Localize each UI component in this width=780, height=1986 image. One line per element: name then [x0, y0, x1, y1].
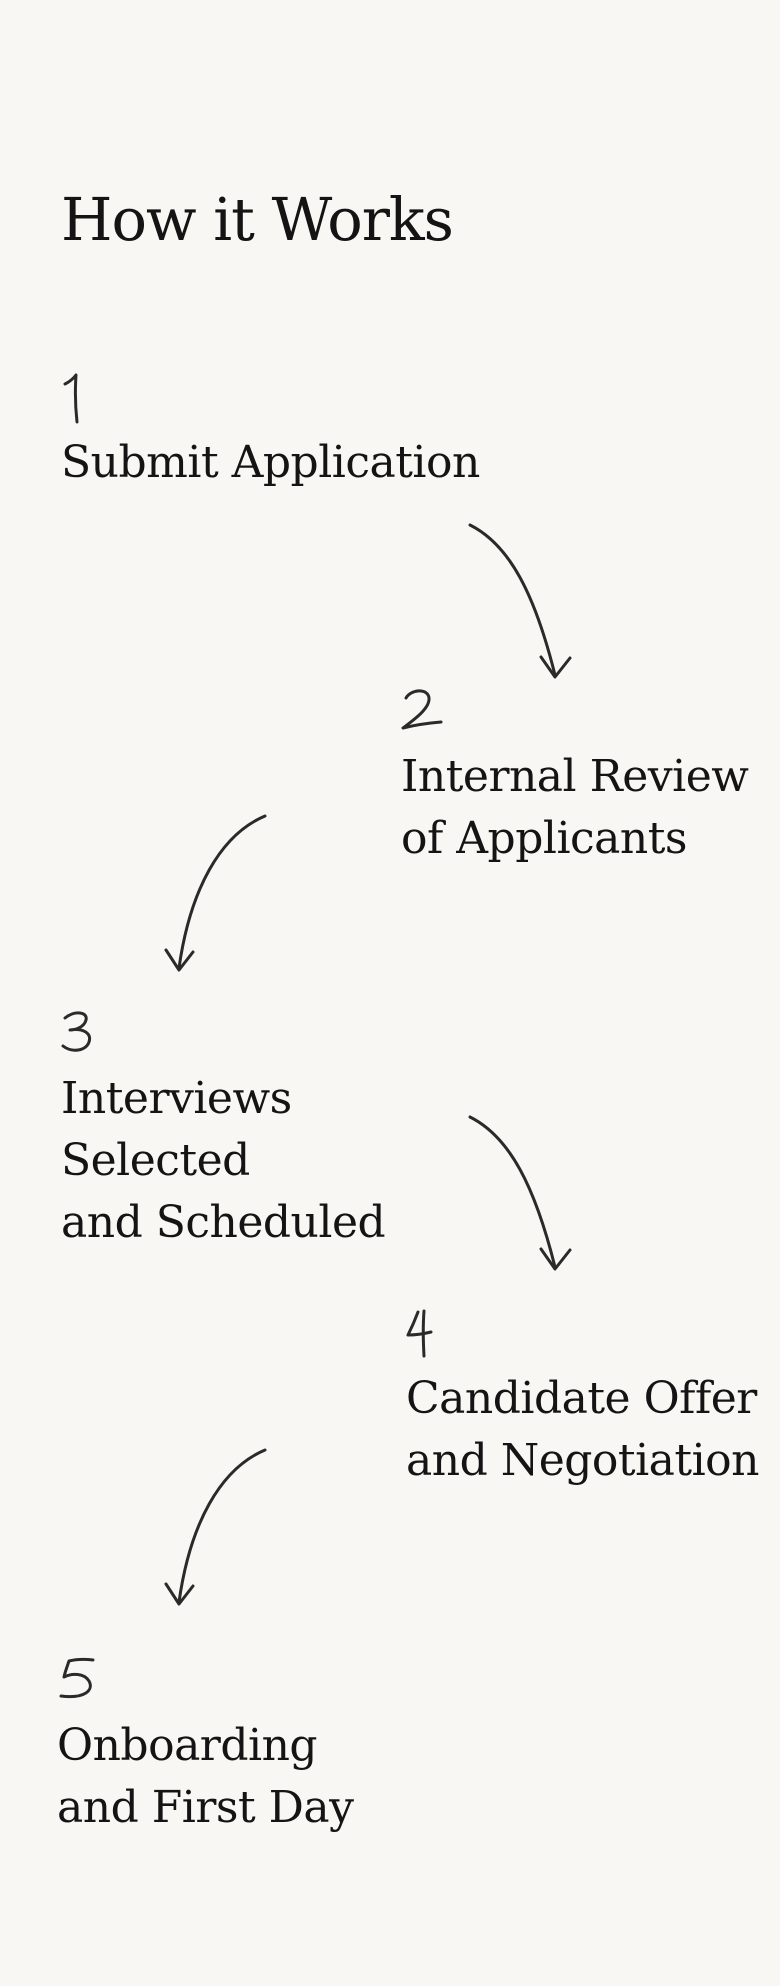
page-title: How it Works	[61, 185, 454, 254]
step-4: Candidate Offer and Negotiation	[406, 1308, 760, 1492]
step-number-5	[57, 1655, 127, 1715]
step-2: Internal Review of Applicants	[401, 686, 749, 870]
step-number-4	[406, 1308, 476, 1368]
step-label-line: of Applicants	[401, 813, 688, 864]
step-5: Onboarding and First Day	[57, 1655, 354, 1839]
curved-arrow-down-right-icon	[468, 1115, 572, 1271]
step-label-line: Submit Application	[61, 437, 480, 488]
step-label-line: Selected	[61, 1135, 250, 1186]
curved-arrow-down-left-icon	[164, 814, 267, 972]
curved-arrow-down-right-icon	[468, 523, 572, 679]
step-label-line: and First Day	[57, 1782, 354, 1833]
step-label-4: Candidate Offer and Negotiation	[406, 1368, 760, 1492]
step-label-5: Onboarding and First Day	[57, 1715, 354, 1839]
step-label-line: Candidate Offer	[406, 1373, 757, 1424]
step-number-1	[61, 372, 131, 432]
step-3: Interviews Selected and Scheduled	[61, 1008, 386, 1254]
step-label-line: and Negotiation	[406, 1435, 760, 1486]
step-label-1: Submit Application	[61, 432, 480, 494]
step-label-3: Interviews Selected and Scheduled	[61, 1068, 386, 1254]
curved-arrow-down-left-icon	[164, 1448, 267, 1606]
step-1: Submit Application	[61, 372, 480, 494]
step-label-line: Onboarding	[57, 1720, 318, 1771]
step-label-line: Interviews	[61, 1073, 292, 1124]
step-number-3	[61, 1008, 131, 1068]
step-number-2	[401, 686, 471, 746]
step-label-line: and Scheduled	[61, 1197, 386, 1248]
step-label-2: Internal Review of Applicants	[401, 746, 749, 870]
step-label-line: Internal Review	[401, 751, 749, 802]
